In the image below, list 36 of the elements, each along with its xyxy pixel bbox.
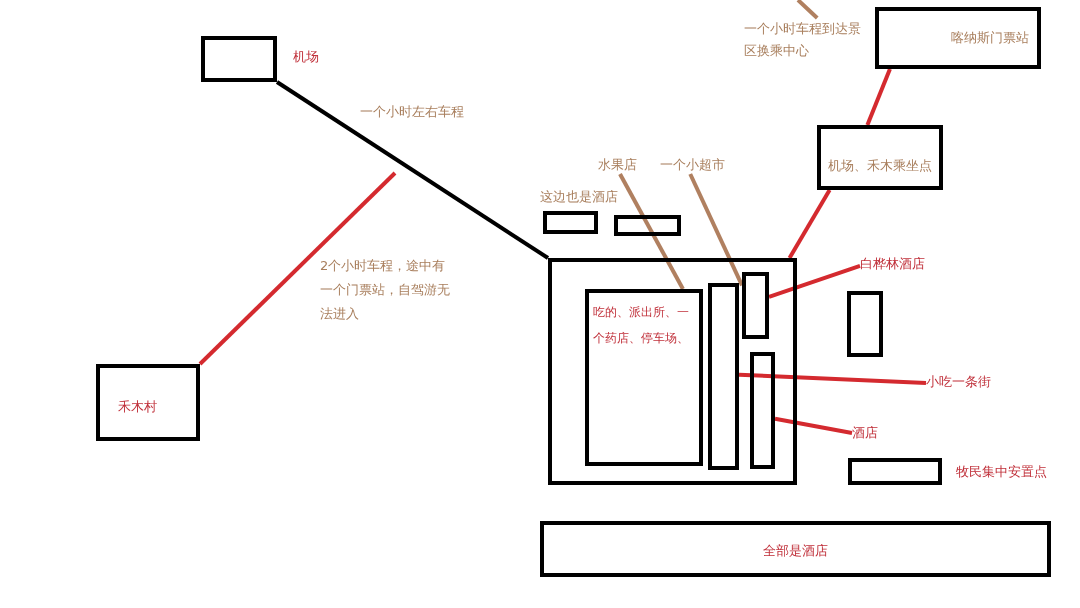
road-line xyxy=(865,68,892,126)
road-line xyxy=(787,189,832,259)
map-block xyxy=(585,289,703,466)
leader-line xyxy=(688,173,744,287)
block-label: 吃的、派出所、一个药店、停车场、 xyxy=(593,304,690,347)
leader-line xyxy=(618,173,685,290)
place-label: 牧民集中安置点 xyxy=(956,463,1047,481)
map-block xyxy=(708,283,739,470)
block-label: 喀纳斯门票站 xyxy=(951,29,1029,47)
road-line xyxy=(198,171,397,366)
leader-line xyxy=(738,372,927,385)
map-block xyxy=(742,272,769,339)
map-block xyxy=(96,364,200,441)
map-block xyxy=(750,352,775,469)
map-block xyxy=(847,291,883,357)
map-block xyxy=(543,211,598,234)
place-label: 酒店 xyxy=(852,424,882,442)
place-label: 机场 xyxy=(293,48,319,66)
note-text: 这边也是酒店 xyxy=(540,188,618,206)
block-label: 机场、禾木乘坐点 xyxy=(827,157,933,175)
block-label: 全部是酒店 xyxy=(762,542,829,560)
block-label: 禾木村 xyxy=(118,398,157,416)
road-line xyxy=(275,80,550,260)
place-label: 一个小超市 xyxy=(660,156,732,174)
map-block xyxy=(548,258,797,485)
map-block xyxy=(817,125,943,190)
place-label: 水果店 xyxy=(598,156,642,174)
place-label: 一个小时车程到达景区换乘中心 xyxy=(744,18,866,62)
leader-line xyxy=(768,263,861,299)
map-block xyxy=(540,521,1051,577)
leader-line xyxy=(796,0,819,20)
map-block xyxy=(614,215,681,236)
map-block xyxy=(875,7,1041,69)
place-label: 白桦林酒店 xyxy=(860,255,936,273)
place-label: 小吃一条街 xyxy=(926,373,1002,391)
leader-line xyxy=(774,416,853,435)
